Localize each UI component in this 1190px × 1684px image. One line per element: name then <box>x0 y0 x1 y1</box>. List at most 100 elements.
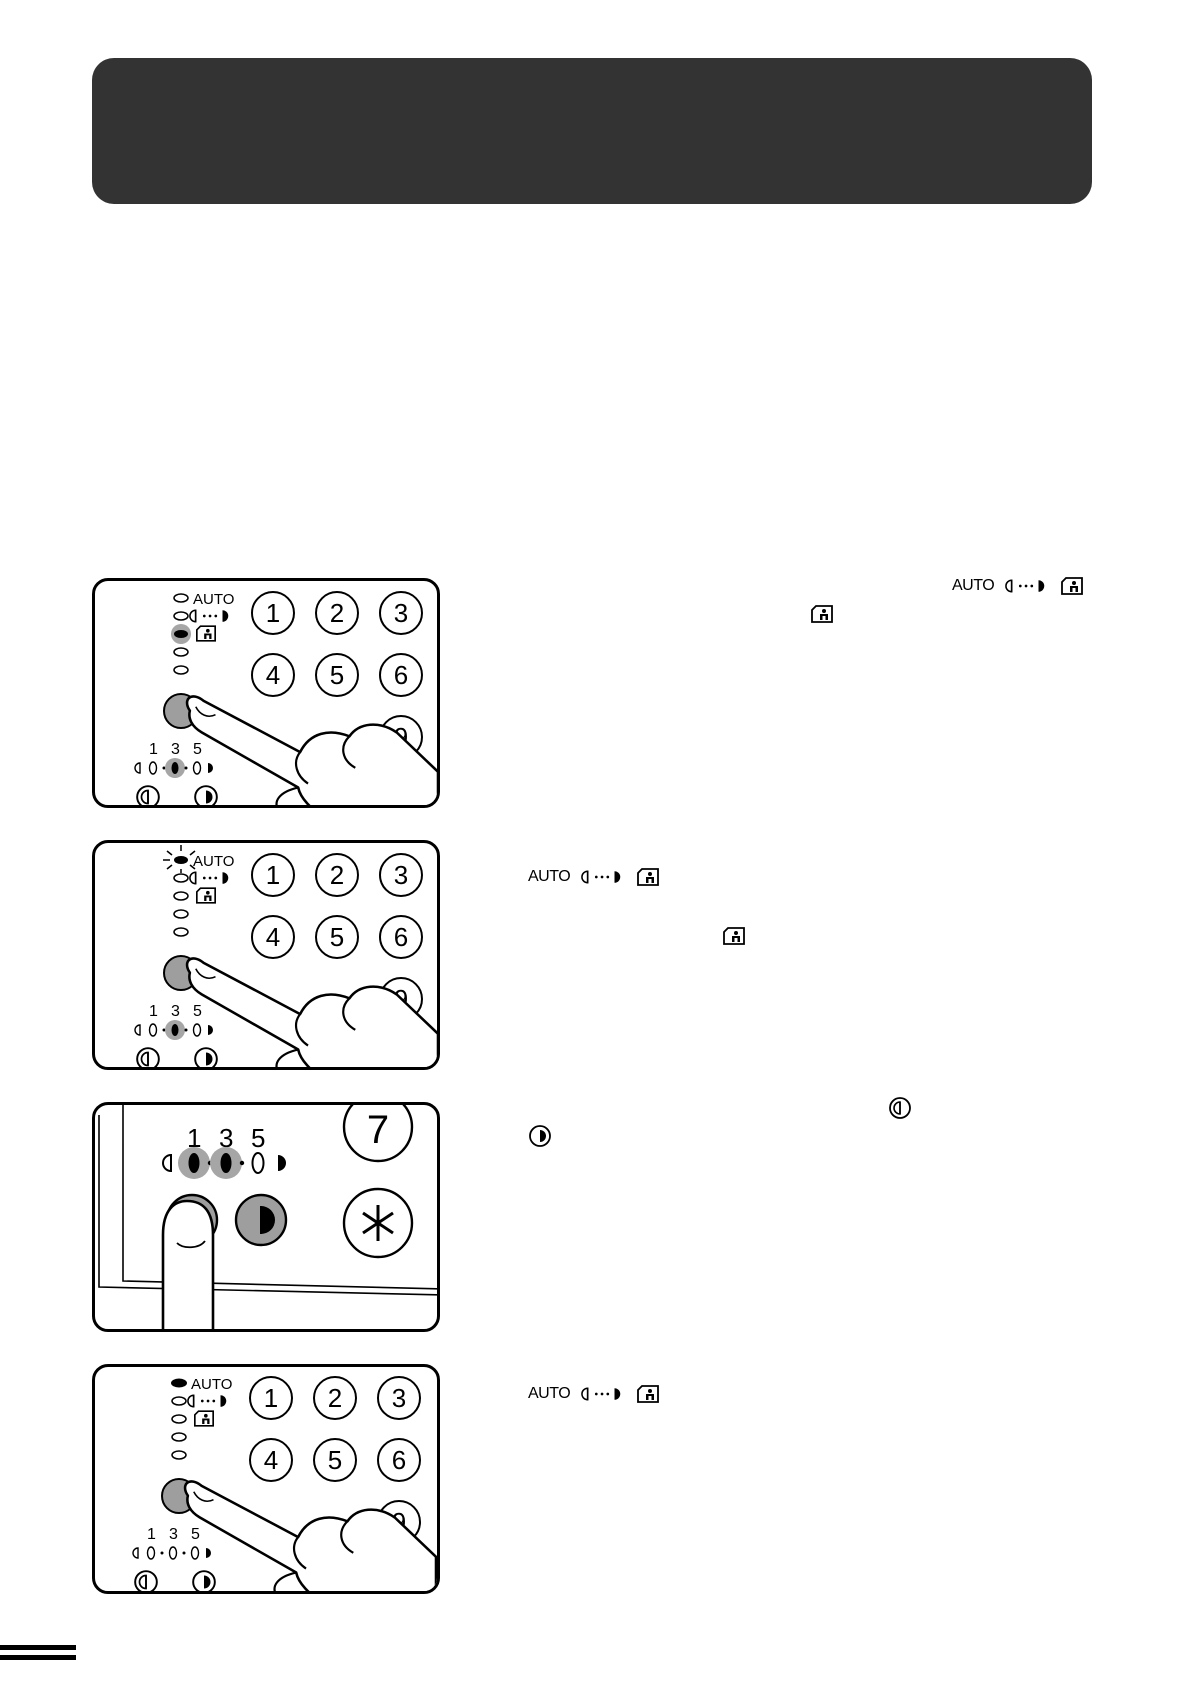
scale-5: 5 <box>193 741 202 758</box>
scale-1: 1 <box>187 1123 201 1153</box>
photo-mode-icon <box>195 625 217 642</box>
lamp <box>173 647 189 657</box>
auto-lamp-lit <box>171 1378 187 1388</box>
asterisk-icon <box>362 1205 394 1241</box>
scale-5: 5 <box>191 1526 200 1543</box>
pointing-hand-icon <box>185 695 437 805</box>
control-panel-illustration-3: 7 1 3 5 <box>92 1102 440 1332</box>
manual-lamp <box>171 1396 187 1406</box>
photo-mode-icon <box>195 887 217 904</box>
auto-lamp <box>173 593 189 603</box>
key-7[interactable]: 7 <box>367 1108 389 1152</box>
exposure-mode-symbols: AUTO <box>952 576 1084 596</box>
scale-1: 1 <box>149 741 158 758</box>
manual-mode-icon <box>189 609 230 623</box>
photo-mode-icon <box>636 1384 660 1404</box>
auto-label: AUTO <box>952 577 995 594</box>
darker-button-icon[interactable] <box>192 1570 216 1593</box>
key-4[interactable]: 4 <box>266 660 280 690</box>
lighter-button-icon[interactable] <box>136 1047 160 1070</box>
darker-symbol-icon <box>528 1124 552 1148</box>
lighter-symbol-icon <box>888 1096 912 1120</box>
lamp <box>173 665 189 675</box>
key-1[interactable]: 1 <box>266 598 280 628</box>
fingernail <box>176 1240 206 1249</box>
footer-rule <box>0 1645 76 1650</box>
key-3[interactable]: 3 <box>394 598 408 628</box>
blinking-indicator-icon <box>163 845 196 873</box>
pressing-finger-icon <box>161 1199 215 1329</box>
lamp <box>173 927 189 937</box>
key-4[interactable]: 4 <box>264 1445 278 1475</box>
auto-label: AUTO <box>528 1385 571 1402</box>
scale-3: 3 <box>219 1123 233 1153</box>
photo-lamp-lit <box>174 630 188 638</box>
darker-button-icon[interactable] <box>194 1047 218 1070</box>
control-panel-illustration-1: AUTO 1 2 3 4 5 6 9 1 3 5 <box>92 578 440 808</box>
manual-mode-icon <box>580 869 626 885</box>
key-3[interactable]: 3 <box>392 1383 406 1413</box>
key-5[interactable]: 5 <box>330 660 344 690</box>
lighter-button-icon[interactable] <box>136 785 160 808</box>
footer-rule <box>0 1655 76 1660</box>
photo-lamp <box>173 891 189 901</box>
control-panel-illustration-4: AUTO 1 2 3 4 5 6 9 1 3 5 <box>92 1364 440 1594</box>
lamp <box>173 909 189 919</box>
numeric-keypad: 1 2 3 4 5 6 9 <box>251 591 423 759</box>
photo-mode-icon <box>193 1410 215 1427</box>
exposure-mode-symbols: AUTO <box>528 867 660 887</box>
auto-label: AUTO <box>191 1376 232 1393</box>
panel-bezel <box>98 1115 437 1296</box>
header-banner <box>92 58 1092 204</box>
key-2[interactable]: 2 <box>330 598 344 628</box>
lighter-button-icon[interactable] <box>134 1570 158 1593</box>
manual-mode-icon <box>580 1386 626 1402</box>
photo-mode-icon <box>1060 576 1084 596</box>
lamp <box>171 1432 187 1442</box>
scale-1: 1 <box>149 1003 158 1020</box>
key-1[interactable]: 1 <box>264 1383 278 1413</box>
key-2[interactable]: 2 <box>328 1383 342 1413</box>
key-6[interactable]: 6 <box>394 660 408 690</box>
photo-mode-icon <box>636 867 660 887</box>
pointing-hand-icon <box>185 957 437 1067</box>
key-5[interactable]: 5 <box>328 1445 342 1475</box>
key-3[interactable]: 3 <box>394 860 408 890</box>
scale-5: 5 <box>251 1123 265 1153</box>
exposure-level-scale <box>134 1020 213 1040</box>
photo-mode-icon <box>722 926 746 946</box>
auto-label: AUTO <box>528 868 571 885</box>
key-2[interactable]: 2 <box>330 860 344 890</box>
key-6[interactable]: 6 <box>394 922 408 952</box>
manual-mode-icon <box>189 871 230 885</box>
key-5[interactable]: 5 <box>330 922 344 952</box>
photo-mode-icon <box>810 604 834 624</box>
manual-lamp <box>173 873 189 883</box>
exposure-level-scale <box>162 1147 286 1179</box>
scale-3: 3 <box>171 1003 180 1020</box>
manual-mode-icon <box>1004 578 1050 594</box>
auto-lamp-lit <box>174 856 188 864</box>
scale-3: 3 <box>169 1526 178 1543</box>
key-6[interactable]: 6 <box>392 1445 406 1475</box>
exposure-mode-symbols: AUTO <box>528 1384 660 1404</box>
darker-button-icon[interactable] <box>194 785 218 808</box>
key-4[interactable]: 4 <box>266 922 280 952</box>
scale-3: 3 <box>171 741 180 758</box>
pointing-hand-icon <box>183 1480 437 1591</box>
auto-label: AUTO <box>193 853 234 870</box>
exposure-level-scale <box>134 758 213 778</box>
manual-lamp <box>173 611 189 621</box>
exposure-level-scale <box>132 1546 211 1560</box>
control-panel-illustration-2: AUTO 1 2 3 4 5 6 9 1 3 5 <box>92 840 440 1070</box>
key-1[interactable]: 1 <box>266 860 280 890</box>
key-7-outline <box>342 1105 414 1163</box>
lamp <box>171 1450 187 1460</box>
panel-bezel <box>122 1105 437 1290</box>
darker-icon <box>261 1206 275 1234</box>
photo-lamp <box>171 1414 187 1424</box>
auto-label: AUTO <box>193 591 234 608</box>
scale-5: 5 <box>193 1003 202 1020</box>
manual-mode-icon <box>187 1394 228 1408</box>
scale-1: 1 <box>147 1526 156 1543</box>
